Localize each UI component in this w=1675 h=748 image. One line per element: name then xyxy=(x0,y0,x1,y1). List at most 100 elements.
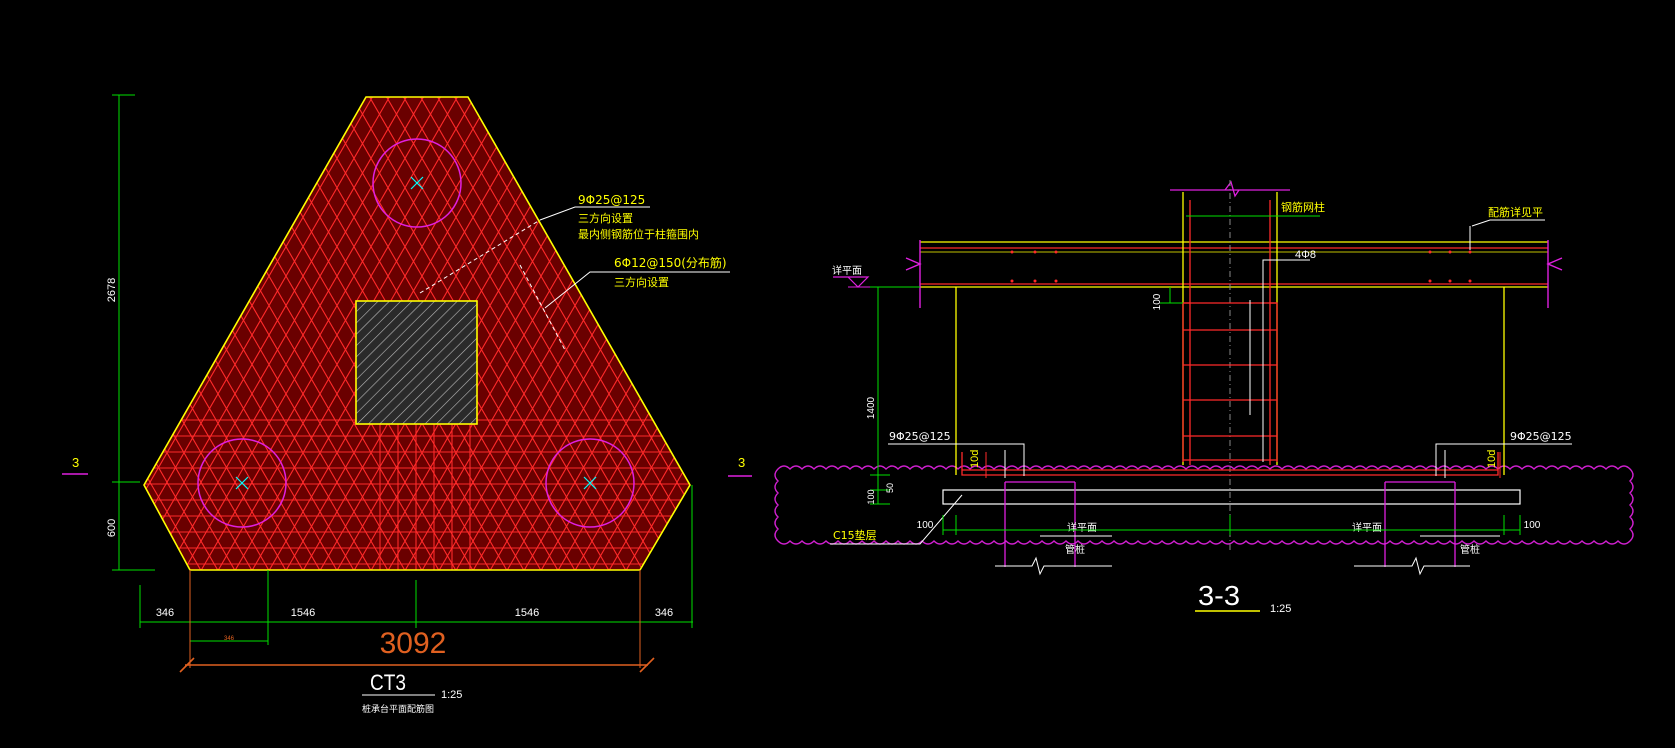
rebar-line xyxy=(144,97,483,570)
cap-bottom-rebar xyxy=(961,452,1499,476)
level-mark xyxy=(833,276,870,288)
label-column: 钢筋网柱 xyxy=(1281,200,1325,214)
rebar-line xyxy=(276,97,678,570)
rebar-line xyxy=(0,0,14,600)
beam-rebar-dots xyxy=(1010,250,1472,283)
soil-cloud-outline xyxy=(774,465,1634,545)
rebar-line xyxy=(881,0,1281,600)
pile-circle-right xyxy=(545,438,635,528)
rebar-line xyxy=(1017,0,1417,600)
rebar-line xyxy=(1085,0,1485,600)
note1-line3: 最内侧钢筋位于柱箍围内 xyxy=(578,227,699,241)
rebar-line xyxy=(625,97,690,570)
rebar-line xyxy=(259,97,661,570)
label-stirrup: 4Φ8 xyxy=(1295,249,1316,261)
c15-leader xyxy=(830,494,963,545)
rebar-line xyxy=(0,0,142,600)
dim-bottom-1: 346 xyxy=(156,607,174,619)
note1-line2: 三方向设置 xyxy=(578,211,633,225)
plan-view: 9Φ25@125 三方向设置 最内侧钢筋位于柱箍围内 6Φ12@150(分布筋)… xyxy=(0,0,1485,715)
section-view: 钢筋网柱 4Φ8 配筋详见平 详平面 9Φ25@125 10d 9Φ25@125… xyxy=(728,180,1634,615)
rebar-line xyxy=(616,97,690,570)
plan-scale: 1:25 xyxy=(441,689,462,701)
rebar-line xyxy=(144,97,236,570)
rebar-line xyxy=(0,0,40,600)
rebar-line xyxy=(0,0,31,600)
rebar-line xyxy=(144,97,500,570)
rebar-line xyxy=(676,97,690,570)
rebar-line xyxy=(285,97,687,570)
dim-height-total: 2678 xyxy=(106,278,118,302)
rebar-line xyxy=(574,97,690,570)
rebar-line xyxy=(0,0,99,600)
plan-subtitle: 桩承台平面配筋图 xyxy=(362,703,434,715)
rebar-line xyxy=(144,97,168,570)
right-rebar-leader xyxy=(1435,443,1572,476)
rebar-line xyxy=(144,97,219,570)
rebar-line xyxy=(0,0,6,600)
rebar-line xyxy=(1051,0,1451,600)
rebar-line xyxy=(0,0,74,600)
left-rebar-leader xyxy=(888,443,1025,476)
rebar-line xyxy=(174,97,576,570)
dim-100-left: 100 xyxy=(917,520,934,531)
column-section xyxy=(355,300,478,425)
rebar-line xyxy=(144,97,270,570)
pile-break-lines xyxy=(995,535,1500,576)
dim-bottom-4: 346 xyxy=(655,607,673,619)
rebar-line xyxy=(157,97,559,570)
rebar-line xyxy=(144,97,185,570)
rebar-line xyxy=(251,97,653,570)
section-title: 3-3 xyxy=(1198,580,1240,611)
rebar-line xyxy=(144,97,517,570)
rebar-line xyxy=(344,97,690,570)
anchor-left: 10d xyxy=(969,450,981,468)
rebar-line xyxy=(327,97,690,570)
rebar-line xyxy=(506,97,690,570)
dim-50: 50 xyxy=(885,483,895,493)
rebar-line xyxy=(144,97,508,570)
pile-left-label: 管桩 xyxy=(1065,543,1085,556)
rebar-line xyxy=(183,97,585,570)
c15-label: C15垫层 xyxy=(833,528,877,542)
anchor-right: 10d xyxy=(1486,450,1498,468)
rebar-line xyxy=(762,0,1162,600)
ground-beam-outline xyxy=(920,241,1548,288)
label-beam: 配筋详见平 xyxy=(1488,205,1543,219)
dim-100-bottom: 100 xyxy=(866,489,876,504)
ground-beam-rebar xyxy=(920,247,1548,285)
rebar-line xyxy=(144,97,304,570)
rebar-line xyxy=(779,0,1179,600)
rebar-line xyxy=(591,97,690,570)
rebar-line xyxy=(0,0,108,600)
rebar-leaders xyxy=(419,206,730,351)
plan-title: CT3 xyxy=(370,670,406,695)
rebar-line xyxy=(642,97,690,570)
rebar-line xyxy=(847,0,1247,600)
rebar-line xyxy=(144,97,321,570)
rebar-line xyxy=(200,97,602,570)
rebar-line xyxy=(293,97,690,570)
rebar-line xyxy=(191,97,593,570)
total-width-tick-left xyxy=(179,657,195,673)
rebar-line xyxy=(864,0,1264,600)
left-rebar-label: 9Φ25@125 xyxy=(889,430,951,443)
rebar-line xyxy=(144,97,542,570)
rebar-line xyxy=(667,97,690,570)
pile-top-left: 详平面 xyxy=(1067,521,1097,534)
dim-bottom-2: 1546 xyxy=(291,607,315,619)
column-rebar xyxy=(1182,200,1278,465)
dim-total-width: 3092 xyxy=(380,627,447,660)
vertical-dimension-lines xyxy=(112,94,155,571)
rebar-line xyxy=(711,0,1111,600)
right-rebar-label: 9Φ25@125 xyxy=(1510,430,1572,443)
section-mark-right: 3 xyxy=(738,455,745,470)
section-scale: 1:25 xyxy=(1270,603,1291,615)
rebar-line xyxy=(0,0,23,600)
c15-pad xyxy=(942,489,1521,505)
pile-center-marks xyxy=(235,176,597,490)
rebar-line xyxy=(217,97,619,570)
rebar-line xyxy=(234,97,636,570)
rebar-line xyxy=(694,0,1094,600)
